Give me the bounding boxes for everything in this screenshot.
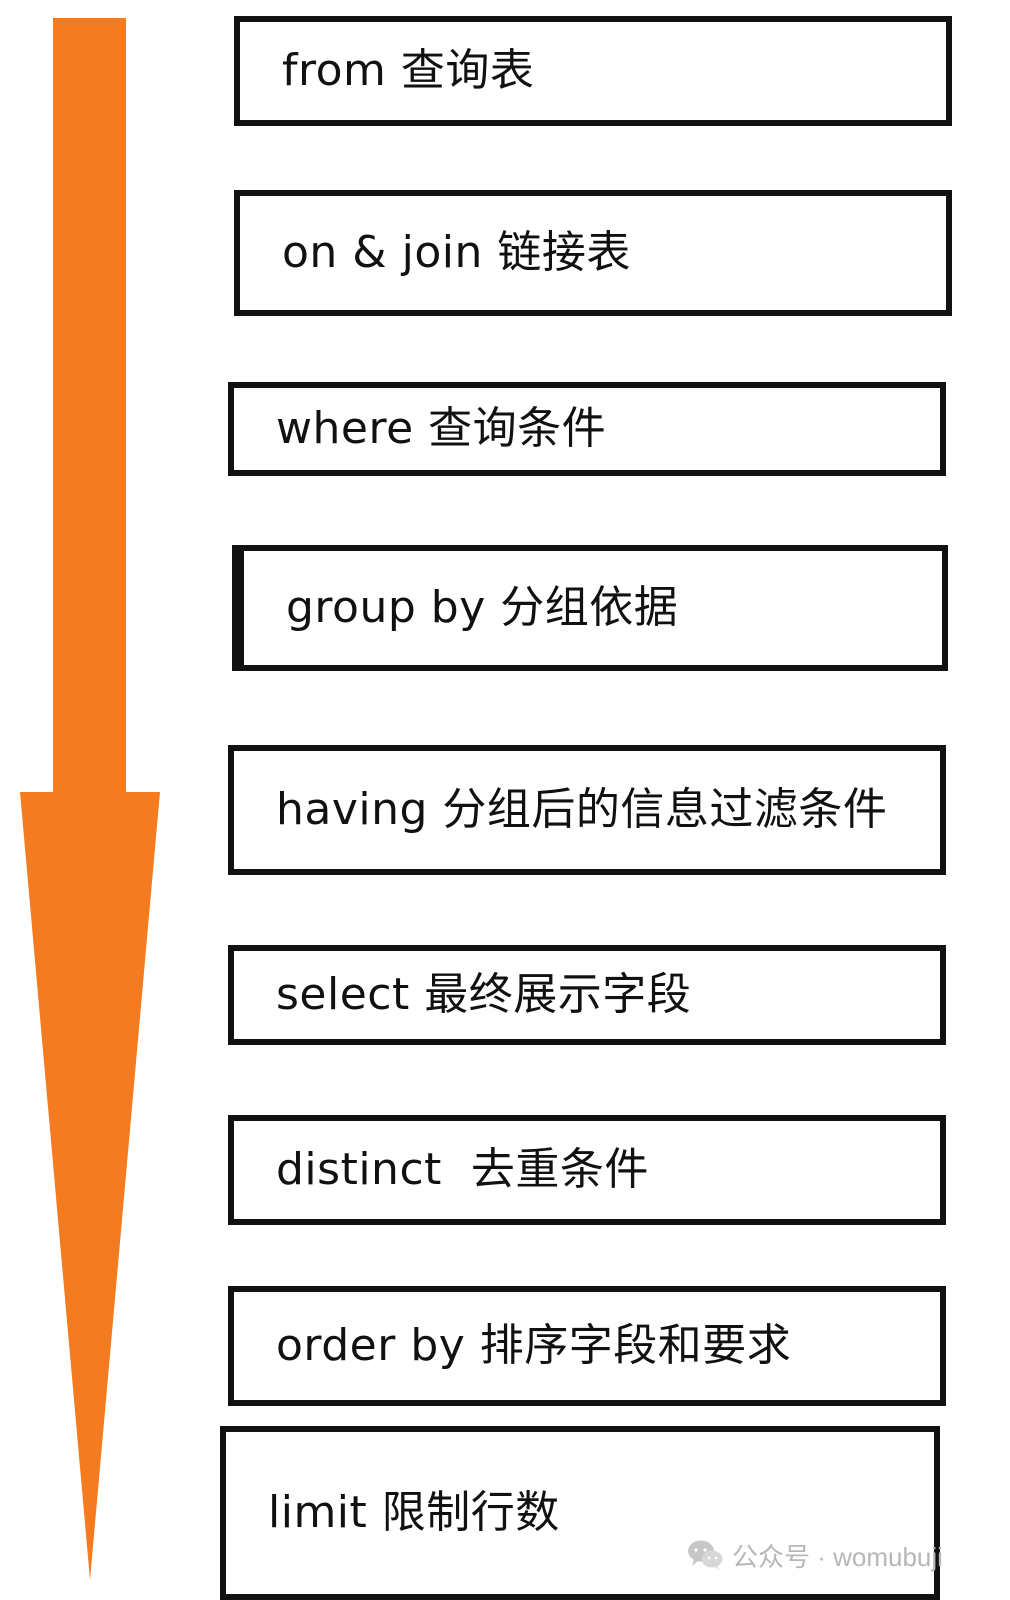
step-label-from: from 查询表 xyxy=(282,45,535,96)
step-label-distinct: distinct 去重条件 xyxy=(276,1144,649,1195)
watermark-text: 公众号 · womubuji xyxy=(732,1541,943,1572)
step-box-1: from 查询表 xyxy=(234,16,952,126)
watermark: 公众号 · womubuji xyxy=(686,1534,976,1576)
step-box-6: select 最终展示字段 xyxy=(228,945,946,1045)
step-box-8: order by 排序字段和要求 xyxy=(228,1286,946,1406)
step-label-group-by: group by 分组依据 xyxy=(286,582,679,633)
step-box-9: limit 限制行数 xyxy=(220,1426,940,1600)
step-label-limit: limit 限制行数 xyxy=(268,1487,560,1538)
step-label-join: on & join 链接表 xyxy=(282,227,631,278)
flow-arrow xyxy=(20,18,160,1580)
step-box-2: on & join 链接表 xyxy=(234,190,952,316)
step-box-4: group by 分组依据 xyxy=(232,545,948,671)
step-label-having: having 分组后的信息过滤条件 xyxy=(276,784,888,835)
step-box-3: where 查询条件 xyxy=(228,382,946,476)
step-box-5: having 分组后的信息过滤条件 xyxy=(228,745,946,875)
step-label-where: where 查询条件 xyxy=(276,403,607,454)
step-label-order-by: order by 排序字段和要求 xyxy=(276,1320,792,1371)
flow-arrow-shape xyxy=(20,18,160,1580)
step-label-select: select 最终展示字段 xyxy=(276,969,692,1020)
wechat-icon xyxy=(688,1540,723,1570)
step-box-7: distinct 去重条件 xyxy=(228,1115,946,1225)
